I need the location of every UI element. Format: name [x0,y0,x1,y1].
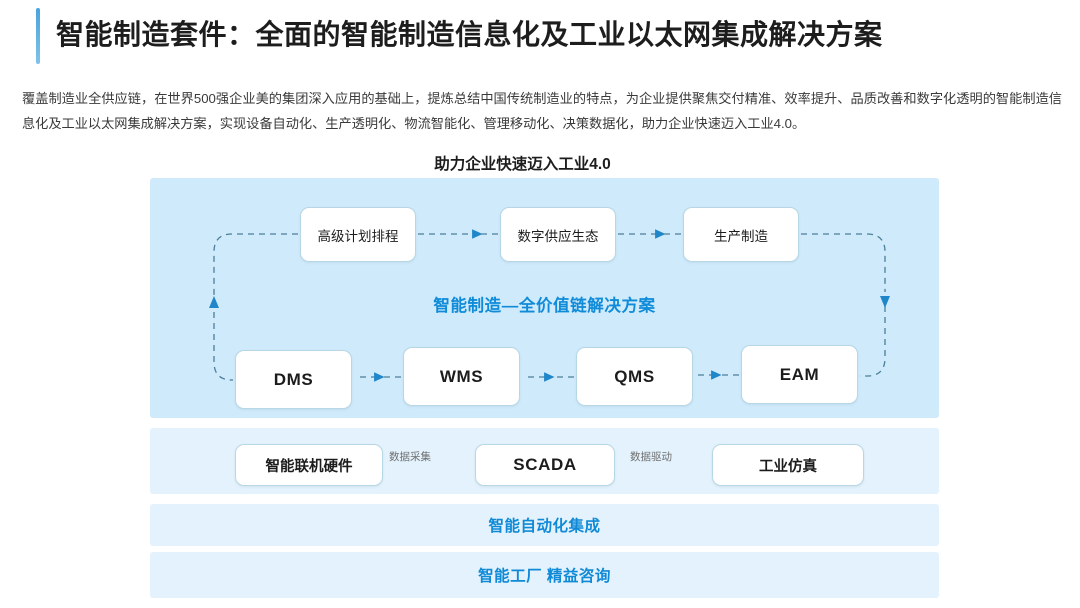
band-smart-factory-lean-consulting: 智能工厂 精益咨询 [150,552,939,598]
node-wms[interactable]: WMS [403,347,520,406]
node-scada[interactable]: SCADA [475,444,615,486]
band-label: 智能自动化集成 [488,518,601,535]
node-industrial-simulation[interactable]: 工业仿真 [712,444,864,486]
node-label: EAM [779,364,820,384]
band-intelligent-automation-integration: 智能自动化集成 [150,504,939,546]
node-smart-connected-hardware[interactable]: 智能联机硬件 [235,444,383,486]
band-label: 智能工厂 精益咨询 [478,568,611,585]
edge-label-data-collection: 数据采集 [389,451,431,463]
value-chain-caption: 智能制造—全价值链解决方案 [433,297,656,315]
edge-label-data-driven: 数据驱动 [630,451,672,463]
node-dms[interactable]: DMS [235,350,352,409]
node-label: 智能联机硬件 [265,458,353,475]
intro-paragraph: 覆盖制造业全供应链，在世界500强企业美的集团深入应用的基础上，提炼总结中国传统… [22,91,1062,131]
page-title: 智能制造套件：全面的智能制造信息化及工业以太网集成解决方案 [56,19,883,50]
diagram-heading: 助力企业快速迈入工业4.0 [0,152,1080,174]
node-label: QMS [614,366,655,386]
node-label: 高级计划排程 [317,228,399,244]
node-label: 生产制造 [714,228,768,244]
diagram-heading-text: 助力企业快速迈入工业4.0 [434,156,611,173]
node-qms[interactable]: QMS [576,347,693,406]
title-accent-bar [36,8,40,64]
node-digital-supply-ecosystem[interactable]: 数字供应生态 [500,207,616,262]
node-label: DMS [273,369,314,389]
node-label: SCADA [513,455,577,474]
node-eam[interactable]: EAM [741,345,858,404]
page-header: 智能制造套件：全面的智能制造信息化及工业以太网集成解决方案 [0,0,1080,72]
node-label: 数字供应生态 [517,228,599,244]
node-advanced-planning-scheduling[interactable]: 高级计划排程 [300,207,416,262]
node-label: 工业仿真 [759,458,817,475]
node-production-manufacturing[interactable]: 生产制造 [683,207,799,262]
node-label: WMS [439,366,484,386]
